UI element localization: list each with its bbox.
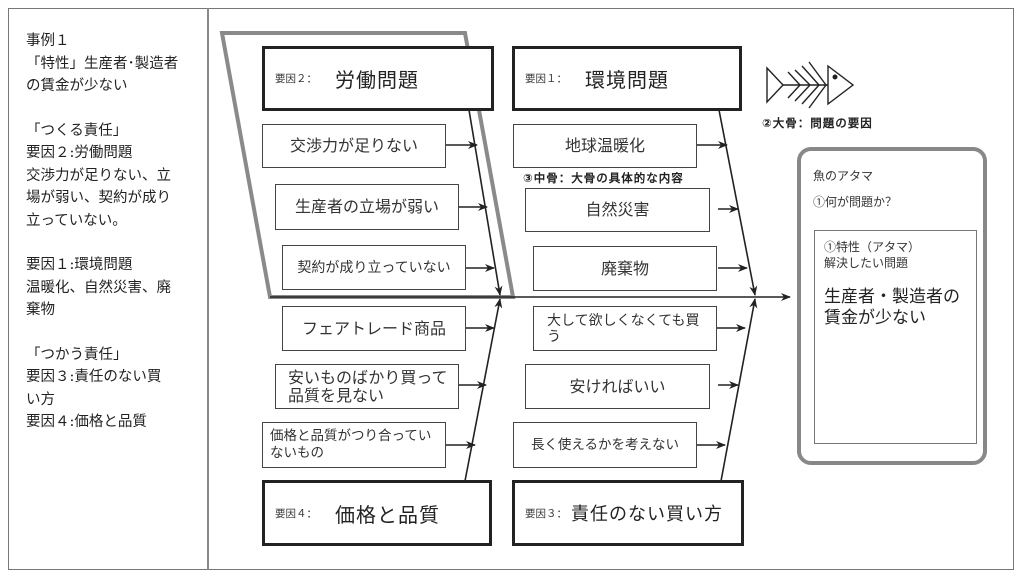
cause-box: 廃棄物 <box>533 246 717 291</box>
problem-box: ①特性（アタマ） 解決したい問題 生産者・製造者の賃金が少ない <box>814 230 977 444</box>
characteristic-label: ①特性（アタマ） <box>824 240 921 254</box>
cause-box: 交渉力が足りない <box>262 124 446 168</box>
cause-box: 安いものばかり買って品質を見ない <box>275 364 459 409</box>
section-heading: 「つくる責任」 <box>26 122 128 139</box>
outer-frame <box>8 8 1014 570</box>
case-line: の賃金が少ない <box>26 78 128 94</box>
bone-responsibility <box>720 298 758 482</box>
category-prefix: 要因４： <box>275 507 317 520</box>
category-prefix: 要因３： <box>525 507 567 520</box>
section-heading: 「つかう責任」 <box>26 346 128 363</box>
category-labor: 要因２： 労働問題 <box>262 46 494 111</box>
case-line: 温暖化、自然災害、廃 <box>26 279 171 296</box>
cause-box: 大して欲しくなくても買う <box>533 306 717 351</box>
cause-box: 地球温暖化 <box>513 124 697 168</box>
category-price: 要因４： 価格と品質 <box>262 480 492 546</box>
case-line: 要因３:責任のない買 <box>26 369 162 385</box>
case-line: 要因２:労働問題 <box>26 145 133 161</box>
bone-environment <box>718 109 758 296</box>
head-title: 魚のアタマ <box>813 169 874 183</box>
case-line: 要因１:環境問題 <box>26 257 133 273</box>
problem-labels: ①特性（アタマ） 解決したい問題 <box>824 239 920 271</box>
fishbone-icon <box>766 61 855 109</box>
category-name: 環境問題 <box>585 68 669 92</box>
bone-price <box>464 298 503 482</box>
category-name: 責任のない買い方 <box>571 504 723 525</box>
case-line: 交渉力が足りない、立 <box>26 167 171 184</box>
category-prefix: 要因１： <box>525 73 567 85</box>
head-question: ①何が問題か？ <box>813 195 898 209</box>
cause-box: 価格と品質がつり合っていないもの <box>262 422 446 468</box>
case-description: 事例１ 「特性」生産者･製造者 の賃金が少ない 「つくる責任」 要因２:労働問題… <box>26 30 204 434</box>
category-prefix: 要因２： <box>275 73 317 85</box>
case-line: い方 <box>26 391 55 408</box>
problem-statement: 生産者・製造者の賃金が少ない <box>824 287 960 328</box>
big-bone-annotation: ②大骨：問題の要因 <box>762 116 873 130</box>
cause-box: 契約が成り立っていない <box>282 245 466 290</box>
cause-box: 長く使えるかを考えない <box>513 422 697 468</box>
case-line: 場が弱い、契約が成り <box>26 190 171 206</box>
case-line: 「特性」生産者･製造者 <box>26 55 179 72</box>
cause-box: 自然災害 <box>525 188 710 232</box>
problem-label: 解決したい問題 <box>824 256 909 270</box>
mid-bone-annotation: ③中骨：大骨の具体的な内容 <box>523 171 684 185</box>
case-line: 要因４:価格と品質 <box>26 414 147 430</box>
case-line: 棄物 <box>26 302 55 318</box>
case-line: 立っていない。 <box>26 212 127 229</box>
category-responsibility: 要因３： 責任のない買い方 <box>512 480 744 546</box>
fish-head-panel: 魚のアタマ ①何が問題か？ ①特性（アタマ） 解決したい問題 生産者・製造者の賃… <box>797 147 987 465</box>
case-title: 事例１ <box>26 33 70 49</box>
category-name: 価格と品質 <box>335 502 440 527</box>
category-name: 労働問題 <box>335 68 419 92</box>
cause-box: フェアトレード商品 <box>282 306 466 351</box>
cause-box: 生産者の立場が弱い <box>275 184 459 230</box>
category-environment: 要因１： 環境問題 <box>512 46 742 111</box>
column-divider <box>207 8 209 570</box>
cause-box: 安ければいい <box>525 364 710 409</box>
